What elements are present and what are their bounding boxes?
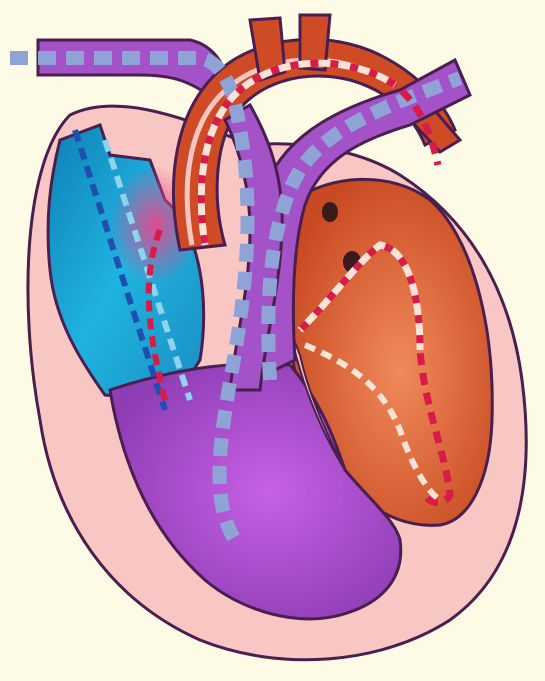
vein-opening-1: [322, 202, 338, 222]
vena-cava: [38, 40, 226, 100]
